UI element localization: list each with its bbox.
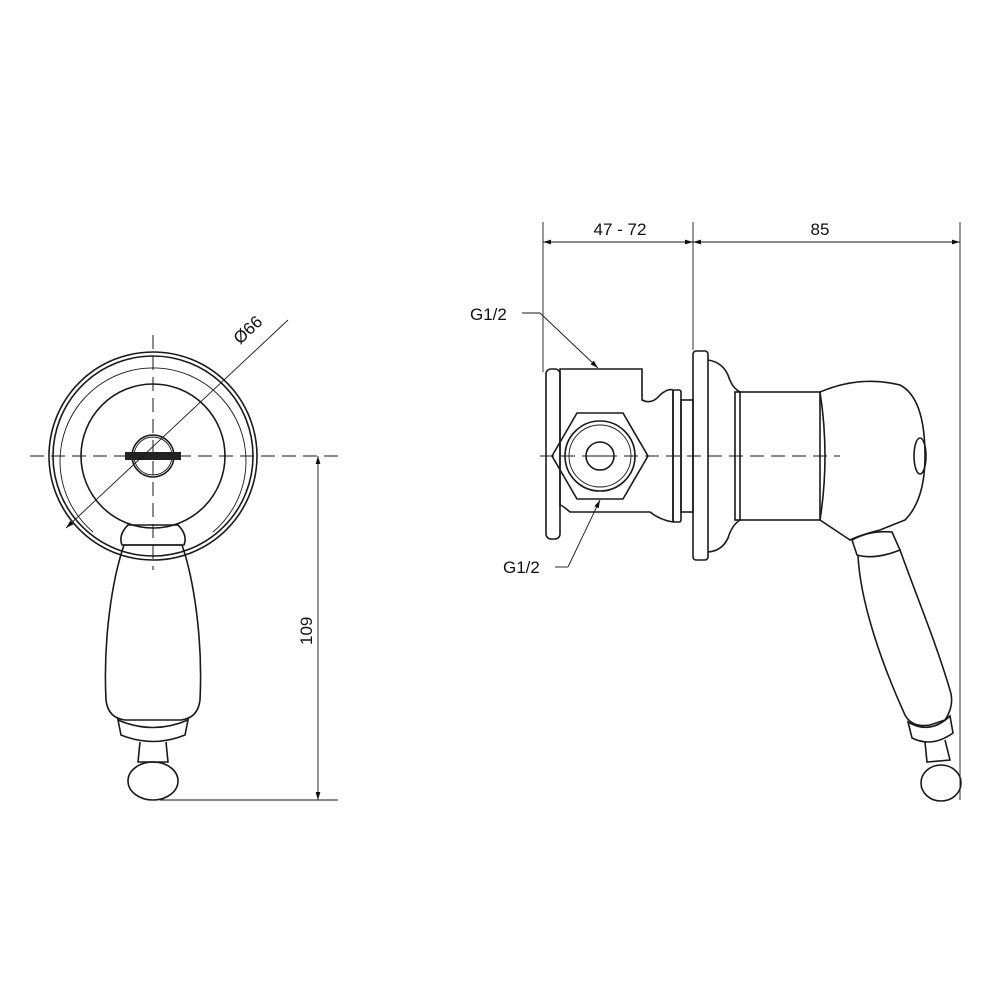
- inlet-bottom-label: G1/2: [503, 558, 540, 577]
- lever-cap: [913, 437, 927, 475]
- handle-stem: [137, 741, 169, 763]
- leader-line: [567, 499, 601, 568]
- handle-knob: [127, 761, 179, 801]
- lever-knob: [920, 764, 962, 802]
- rim-groove: [59, 367, 247, 533]
- depth-label: 47 - 72: [594, 220, 647, 239]
- inlet-top-label: G1/2: [470, 305, 507, 324]
- escutcheon-face: [80, 383, 226, 529]
- logo: [125, 452, 181, 460]
- lever-stem: [924, 739, 952, 763]
- cartridge-sleeve: [734, 391, 821, 521]
- wall-escutcheon: [692, 350, 709, 561]
- lever-handle: [857, 549, 953, 727]
- handle-neck: [120, 524, 186, 546]
- handle-collar: [116, 718, 190, 743]
- leader-line: [539, 312, 599, 369]
- front-view: Ø66 109: [30, 312, 340, 801]
- inlet-port-inner: [568, 424, 632, 488]
- lever-handle-collar: [906, 714, 954, 743]
- projection-label: 85: [811, 220, 830, 239]
- height-label: 109: [297, 617, 316, 645]
- inlet-port: [564, 420, 636, 492]
- escutcheon-profile: [707, 359, 741, 553]
- hex-nut: [551, 412, 649, 500]
- handle-body: [104, 544, 202, 721]
- side-view: 47 - 72 85 G1/2 G1/2: [470, 220, 962, 802]
- diameter-dimension-line: [65, 319, 289, 529]
- diameter-label: Ø66: [230, 312, 266, 348]
- rim-inner-edge: [52, 355, 254, 557]
- outer-rim: [48, 351, 258, 561]
- lever-head: [819, 380, 926, 541]
